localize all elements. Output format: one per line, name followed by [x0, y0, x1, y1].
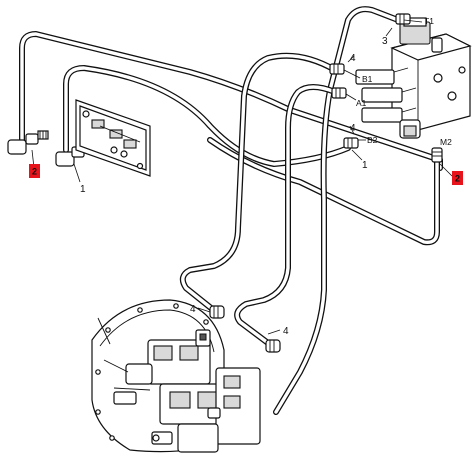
port-label-m2: M2 [440, 137, 452, 147]
hose-b1-feed [179, 52, 338, 315]
callout-4-top-a: 4 [350, 53, 356, 64]
valve-block [355, 17, 472, 139]
marker-2-left-label: 2 [32, 167, 37, 177]
pump-assembly [91, 299, 261, 453]
marker-2-right: 2 [452, 171, 463, 185]
port-label-b1: B1 [362, 74, 373, 84]
hose-left-inner [63, 65, 351, 167]
fitting-a1 [331, 87, 347, 99]
callout-1-right: 1 [362, 160, 368, 171]
leader-lines [31, 19, 453, 335]
hose-to-t1 [273, 6, 401, 415]
callout-3: 3 [382, 36, 388, 47]
port-label-a1: A1 [356, 98, 367, 108]
fitting-m2 [431, 147, 443, 163]
fitting-b2 [343, 137, 359, 149]
hose-a1-feed [234, 84, 338, 349]
hose-m2-return [207, 137, 440, 246]
mounting-plate [75, 99, 151, 177]
callout-4-lower-b: 4 [283, 326, 289, 337]
hose-left-outer [19, 31, 443, 171]
callout-4-lower-a: 4 [190, 304, 196, 315]
fitting-lower-b1 [209, 305, 225, 319]
fitting-b1 [329, 63, 345, 75]
port-label-b2: B2 [367, 135, 378, 145]
elbow-fitting-left [7, 130, 49, 155]
callout-1-left: 1 [80, 184, 86, 195]
callout-4-top-b: 4 [350, 123, 356, 134]
fitting-lower-a1 [265, 339, 281, 353]
fitting-t1 [395, 13, 411, 25]
port-label-t1: T1 [424, 16, 434, 26]
marker-2-right-label: 2 [455, 174, 460, 184]
marker-2-left: 2 [29, 164, 40, 178]
